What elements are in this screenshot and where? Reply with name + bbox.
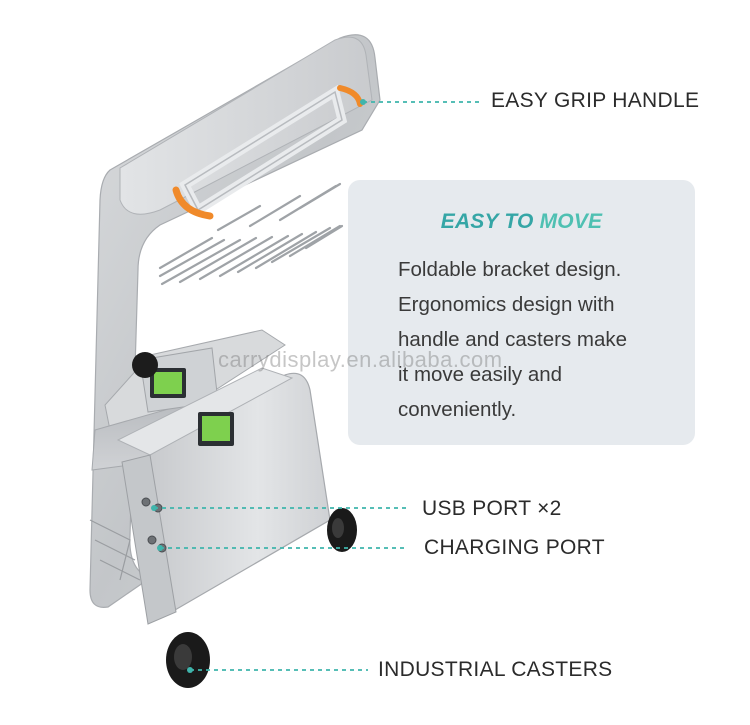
card-line-5: conveniently. bbox=[398, 398, 517, 421]
card-line-3: handle and casters make bbox=[398, 328, 628, 351]
internal-cables bbox=[89, 519, 141, 581]
knob-left bbox=[132, 352, 158, 378]
card-title: EASY TO MOVE bbox=[348, 210, 695, 234]
card-title-part-2: MOVE bbox=[539, 210, 603, 233]
callout-easy-grip-handle: EASY GRIP HANDLE bbox=[491, 89, 700, 112]
card-line-2: Ergonomics design with bbox=[398, 293, 615, 316]
card-title-part-1: EASY TO bbox=[440, 210, 534, 233]
callout-charging-port: CHARGING PORT bbox=[424, 536, 605, 559]
callout-line-handle bbox=[360, 99, 482, 105]
panel-top-face bbox=[119, 36, 373, 215]
callout-line-casters bbox=[187, 667, 368, 673]
easy-to-move-card: EASY TO MOVE Foldable bracket design. Er… bbox=[348, 180, 695, 445]
caster-front bbox=[166, 632, 210, 688]
callout-line-charging bbox=[157, 545, 408, 551]
watermark: carrydisplay.en.alibaba.com bbox=[218, 347, 503, 372]
callout-line-usb bbox=[151, 505, 406, 511]
easy-grip-handle bbox=[172, 84, 363, 220]
card-description: Foldable bracket design. Ergonomics desi… bbox=[398, 252, 688, 427]
base-top bbox=[116, 367, 294, 456]
caster-rear bbox=[327, 508, 357, 552]
base-unit bbox=[149, 372, 331, 611]
callout-usb-port: USB PORT ×2 bbox=[422, 497, 562, 520]
callout-industrial-casters: INDUSTRIAL CASTERS bbox=[378, 658, 613, 681]
card-line-1: Foldable bracket design. bbox=[398, 258, 622, 281]
card-line-4: it move easily and bbox=[398, 363, 563, 386]
vent-grille bbox=[158, 182, 344, 286]
